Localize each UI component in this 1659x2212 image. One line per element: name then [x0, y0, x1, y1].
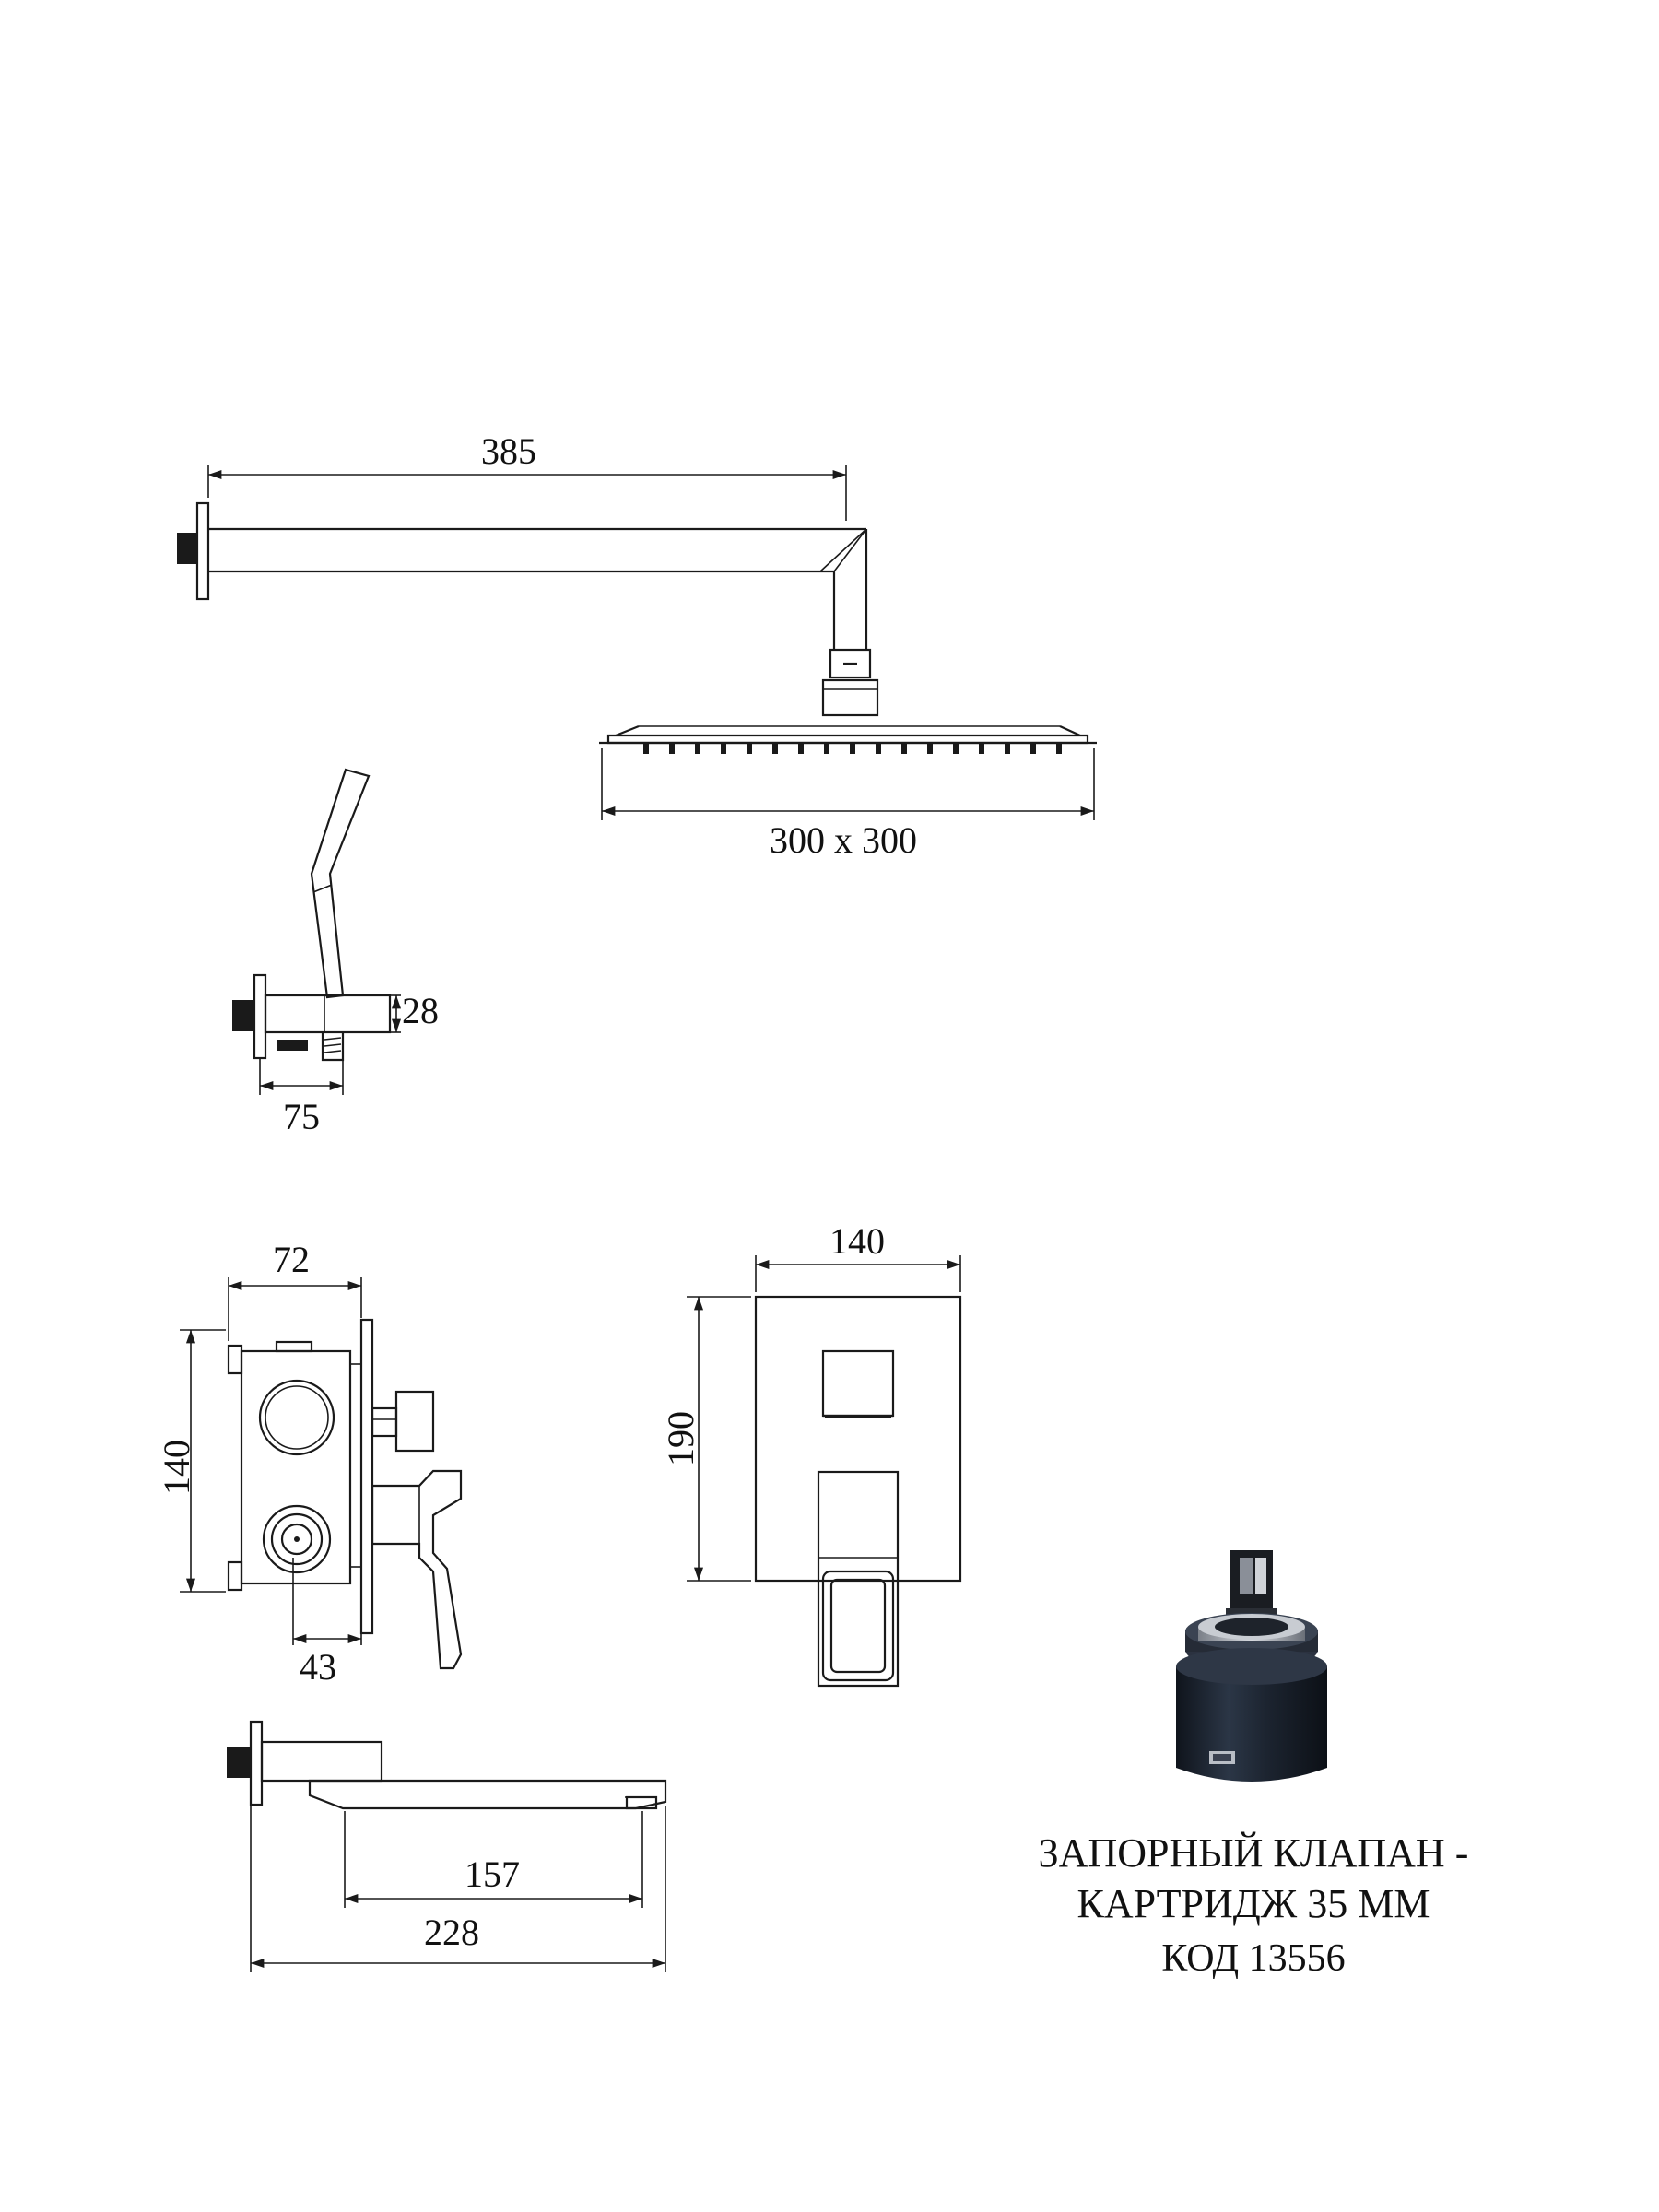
hand-shower-view: 28 75 — [232, 768, 439, 1137]
caption-line-3: КОД 13556 — [1161, 1937, 1345, 1980]
shower-arm-view: 385 300 x 300 — [177, 430, 1097, 861]
caption-line-1: ЗАПОРНЫЙ КЛАПАН - — [1039, 1830, 1469, 1876]
dim-plate-height: 190 — [660, 1411, 701, 1466]
mixer-front-view: 140 190 — [660, 1220, 962, 1688]
spout-view: 157 228 — [227, 1720, 667, 1972]
dim-mixer-offset: 43 — [300, 1646, 336, 1688]
dim-spout-reach: 157 — [465, 1853, 520, 1895]
dim-holder-height: 28 — [402, 990, 439, 1031]
cartridge-caption: ЗАПОРНЫЙ КЛАПАН - КАРТРИДЖ 35 ММ КОД 135… — [1039, 1830, 1469, 1980]
dim-spout-total: 228 — [424, 1912, 479, 1953]
dim-arm-length: 385 — [481, 430, 536, 472]
head-nozzles — [643, 743, 1062, 754]
caption-line-2: КАРТРИДЖ 35 ММ — [1077, 1881, 1430, 1926]
dim-mixer-depth: 72 — [273, 1239, 310, 1280]
dim-mixer-height: 140 — [156, 1440, 197, 1495]
dim-holder-depth: 75 — [283, 1096, 320, 1137]
dim-plate-width: 140 — [830, 1220, 885, 1262]
cartridge-photo — [1176, 1550, 1327, 1782]
dim-head-size: 300 x 300 — [770, 819, 917, 861]
mixer-side-view: 72 140 43 — [156, 1239, 463, 1688]
